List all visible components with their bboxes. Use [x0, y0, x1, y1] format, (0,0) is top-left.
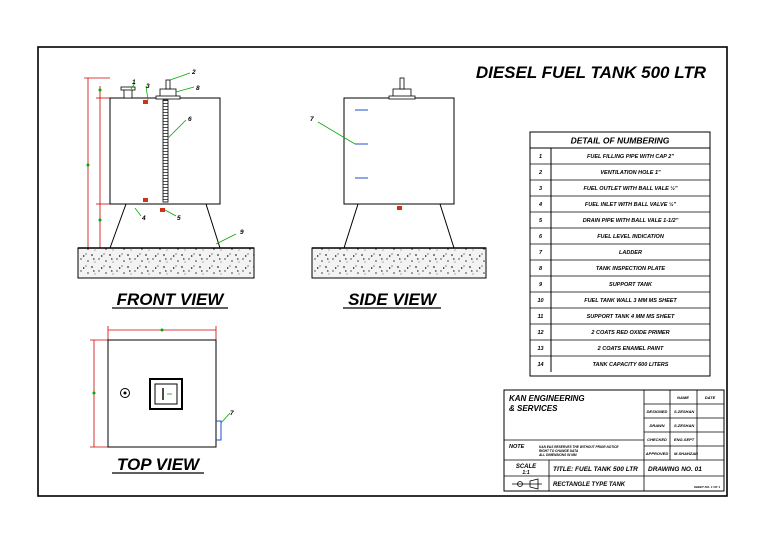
- callout-3: 3: [146, 83, 150, 90]
- numbering-row-desc: FUEL FILLING PIPE WITH CAP 2": [587, 154, 674, 160]
- numbering-heading: DETAIL OF NUMBERING: [571, 136, 670, 146]
- numbering-row-no: 7: [539, 250, 543, 256]
- numbering-row-no: 5: [539, 218, 543, 224]
- numbering-row-no: 1: [539, 154, 542, 160]
- drawing-title: DIESEL FUEL TANK 500 LTR: [476, 63, 707, 82]
- callout-8: 8: [196, 85, 200, 92]
- side-foundation: [311, 247, 487, 279]
- numbering-row-desc: FUEL OUTLET WITH BALL VALE ½": [584, 185, 678, 192]
- numbering-row-desc: 2 COATS ENAMEL PAINT: [597, 346, 664, 352]
- side-view-label: SIDE VIEW: [348, 290, 438, 309]
- role-designed: DESIGNED: [647, 409, 668, 414]
- numbering-row-desc: TANK CAPACITY 600 LITERS: [593, 362, 669, 368]
- numbering-row-desc: SUPPORT TANK 4 MM MS SHEET: [587, 314, 675, 320]
- numbering-row-no: 2: [538, 170, 542, 176]
- numbering-row-no: 8: [539, 266, 543, 272]
- role-approved: APPROVED: [645, 451, 669, 456]
- company-line-2: & SERVICES: [509, 404, 558, 413]
- numbering-row-no: 6: [539, 234, 543, 240]
- numbering-row-desc: LADDER: [619, 250, 642, 256]
- sheet-number: SHEET NO. 1 OF 1: [694, 485, 721, 489]
- top-view-label: TOP VIEW: [117, 455, 201, 474]
- numbering-row-no: 4: [538, 202, 542, 208]
- level-indicator: [162, 99, 169, 203]
- numbering-row-no: 13: [537, 346, 543, 352]
- side-view: 7 SIDE VIEW: [310, 77, 487, 309]
- numbering-row-no: 14: [537, 362, 543, 368]
- col-name: NAME: [677, 395, 689, 400]
- name-designed: S.ZESHAN: [674, 409, 694, 414]
- numbering-row-no: 3: [539, 186, 542, 192]
- numbering-row-desc: FUEL INLET WITH BALL VALVE ½": [585, 201, 677, 208]
- title-block: KAN ENGINEERING & SERVICES NAME DATE DES…: [503, 389, 725, 492]
- side-tank-body: [343, 97, 455, 205]
- callout-6: 6: [188, 116, 192, 123]
- note-line-1: KAN E&S RESERVES THE WITHOUT PRIOR NOTIC…: [539, 445, 619, 449]
- valve-top: [143, 100, 148, 104]
- name-drawn: S.ZESHAN: [674, 423, 694, 428]
- callout-9: 9: [240, 229, 244, 236]
- numbering-row-desc: VENTILATION HOLE 1": [600, 170, 661, 176]
- callout-2: 2: [191, 69, 196, 76]
- name-approved: M.SHAHZAD: [674, 451, 698, 456]
- sheet-border: [37, 46, 728, 497]
- top-view: 7 TOP VIEW: [90, 326, 234, 474]
- col-date: DATE: [705, 395, 716, 400]
- numbering-row-no: 12: [537, 330, 543, 336]
- callout-7-side: 7: [310, 116, 314, 123]
- numbering-row-desc: FUEL TANK WALL 3 MM MS SHEET: [584, 298, 677, 304]
- drawing-title-text: TITLE: FUEL TANK 500 LTR: [553, 466, 638, 473]
- numbering-row-no: 11: [538, 314, 544, 320]
- front-view-label: FRONT VIEW: [117, 290, 226, 309]
- drawing-number: DRAWING NO. 01: [648, 466, 702, 473]
- scale-value: 1:1: [522, 470, 529, 476]
- numbering-table: DETAIL OF NUMBERING 1 FUEL FILLING PIPE W…: [529, 131, 711, 377]
- numbering-row-desc: FUEL LEVEL INDICATION: [597, 234, 665, 240]
- role-checked: CHECKED: [647, 437, 667, 442]
- drawing-subtitle: RECTANGLE TYPE TANK: [553, 482, 626, 488]
- numbering-row-desc: DRAIN PIPE WITH BALL VALE 1-1/2": [583, 218, 679, 224]
- note-line-2: RIGHT TO CHANGE DATA: [539, 449, 579, 453]
- valve-bottom: [143, 198, 148, 202]
- numbering-row-desc: 2 COATS RED OXIDE PRIMER: [590, 330, 669, 336]
- numbering-row-desc: SUPPORT TANK: [609, 282, 653, 288]
- callout-7-top: 7: [230, 410, 234, 417]
- front-foundation: [77, 247, 255, 279]
- numbering-row-desc: TANK INSPECTION PLATE: [596, 266, 665, 272]
- note-label: NOTE: [509, 444, 525, 450]
- numbering-row-no: 9: [539, 282, 543, 288]
- numbering-row-no: 10: [537, 298, 543, 304]
- callout-5: 5: [177, 215, 181, 222]
- callout-4: 4: [141, 215, 146, 222]
- front-view: 1 2 3 8 6 4 5 9 FRONT VIEW: [77, 69, 255, 309]
- callout-1: 1: [132, 79, 136, 86]
- scale-label: SCALE: [516, 464, 537, 470]
- company-line-1: KAN ENGINEERING: [509, 394, 585, 403]
- projection-symbol-icon: [512, 478, 542, 490]
- role-drawn: DRAWN: [649, 423, 664, 428]
- note-line-3: ALL DIMENSIONS IN MM: [538, 453, 577, 457]
- name-checked: ENG.SEPT: [674, 437, 695, 442]
